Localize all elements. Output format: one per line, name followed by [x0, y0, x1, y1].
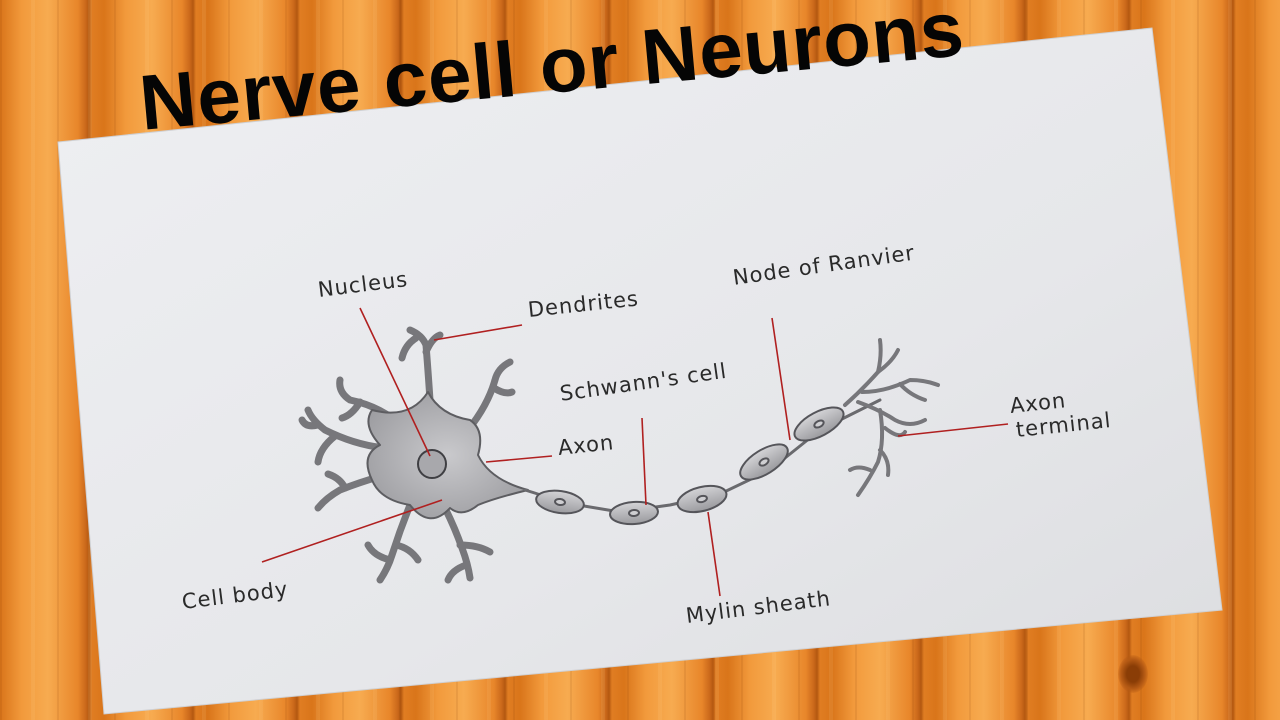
nucleus-leader [359, 307, 431, 457]
cell-body-leader [261, 499, 443, 563]
schwanns-cell-leader [641, 417, 647, 506]
mylin-sheath-leader [707, 511, 721, 597]
axon-terminal-branches [843, 338, 940, 497]
wood-knot [1118, 655, 1148, 693]
axon-leader [485, 455, 553, 463]
neuron-diagram [298, 326, 940, 584]
leader-lines [261, 307, 1009, 597]
dendrites-leader [433, 324, 523, 341]
axon-terminal-leader [897, 423, 1009, 437]
nucleus-shape [417, 449, 447, 479]
cell-body-shape [366, 391, 529, 520]
node-ranvier-leader [771, 317, 791, 441]
myelin-segments [535, 406, 845, 526]
paper-surface [57, 27, 1223, 715]
